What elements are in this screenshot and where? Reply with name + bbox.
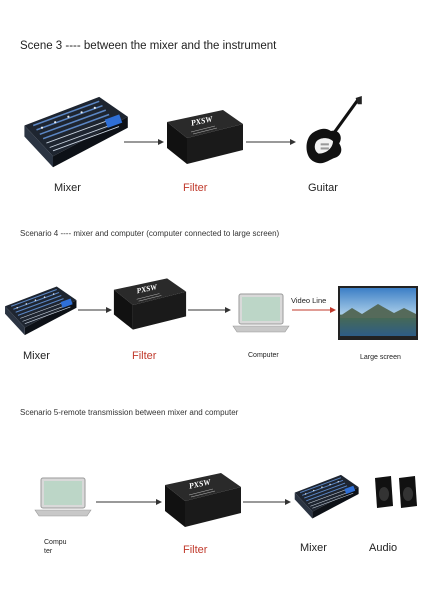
scene5-title: Scenario 5-remote transmission between m… [20,408,239,417]
scene3-mixer-label: Mixer [54,182,81,194]
scene5-computer-label: Compu ter [44,539,67,555]
scene4-title: Scenario 4 ---- mixer and computer (comp… [20,229,280,238]
scene5-mixer-label: Mixer [300,542,327,554]
scene3-guitar-label: Guitar [308,182,338,194]
scene3-filter-label: Filter [183,182,208,194]
scene3-title: Scene 3 ---- between the mixer and the i… [20,40,277,52]
mixer-image [294,474,360,519]
scene4-large-screen-label: Large screen [360,354,401,361]
scene4-computer-label: Computer [248,352,279,359]
video-line-label: Video Line [291,296,327,305]
large-screen-image [338,286,418,340]
scene4-filter-label: Filter [132,350,157,362]
filter-box-image [164,472,242,528]
scene4-mixer-label: Mixer [23,350,50,362]
speakers-image [375,476,417,508]
scene5-audio-label: Audio [369,542,398,554]
scene5-filter-label: Filter [183,544,208,556]
